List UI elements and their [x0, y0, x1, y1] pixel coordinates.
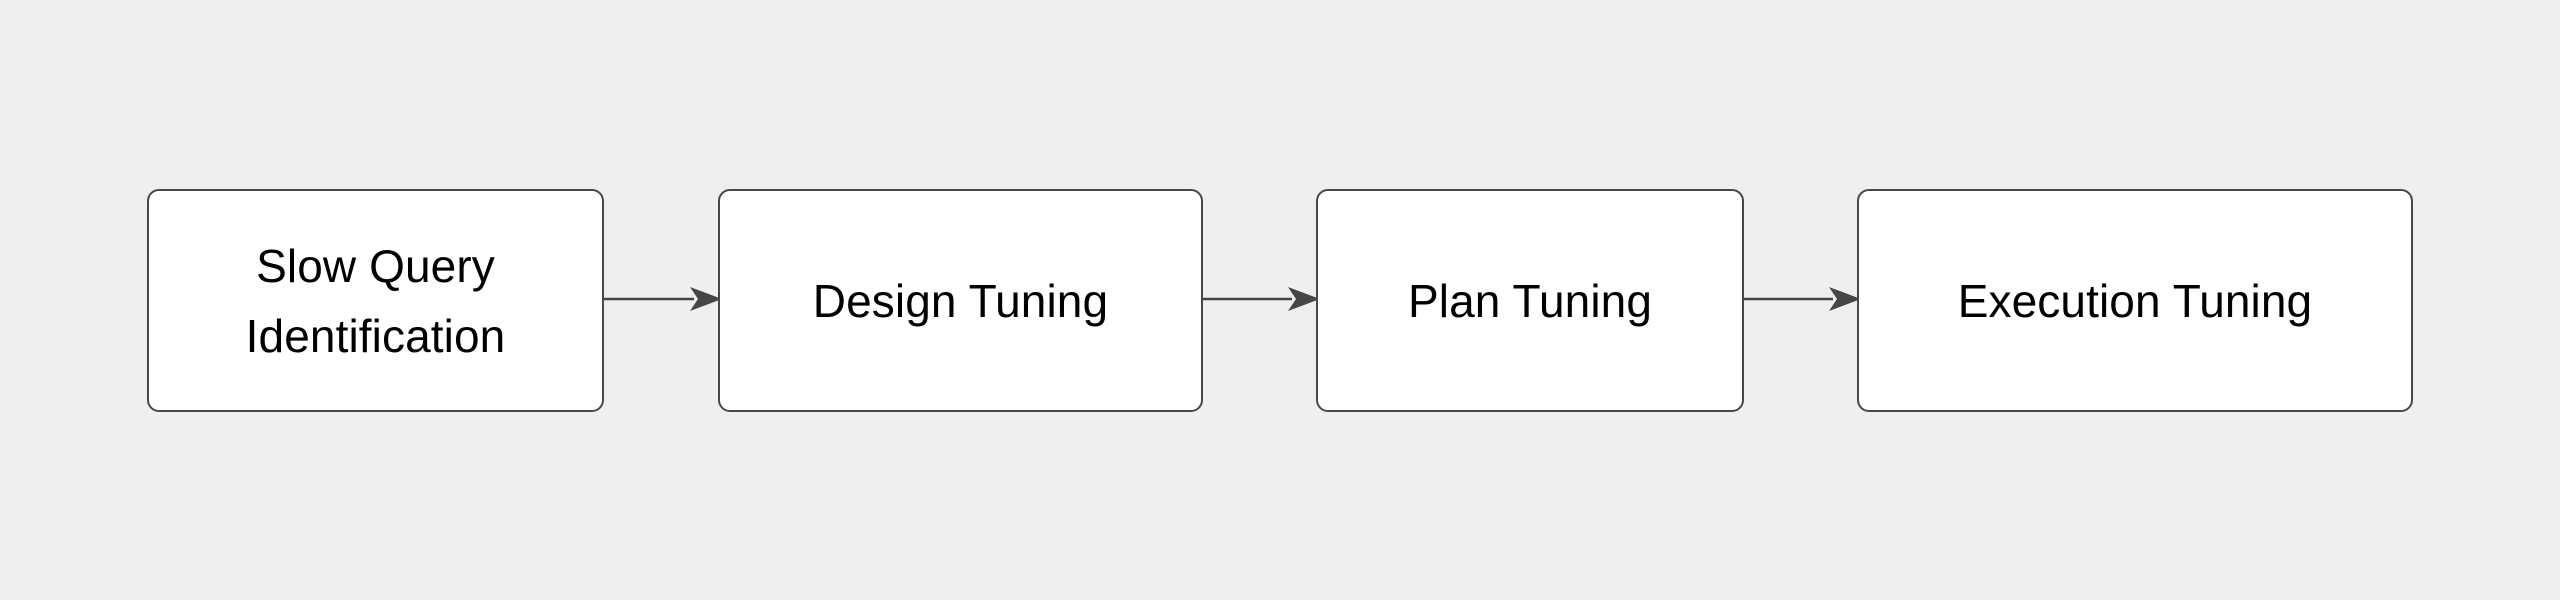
arrow-icon — [1742, 287, 1861, 311]
arrow-icon — [1201, 287, 1320, 311]
flow-edge-design-to-plan — [1201, 283, 1320, 315]
flow-node-label: Design Tuning — [812, 274, 1109, 327]
flow-node-design-tuning[interactable]: Design Tuning — [718, 189, 1203, 412]
flow-node-label: Execution Tuning — [1957, 274, 2313, 327]
flow-edge-plan-to-execution — [1742, 283, 1861, 315]
flow-node-execution-tuning[interactable]: Execution Tuning — [1857, 189, 2413, 412]
arrow-icon — [602, 287, 722, 311]
flow-edge-slow-query-to-design — [602, 283, 722, 315]
flow-node-slow-query-identification[interactable]: Slow Query Identification — [147, 189, 604, 412]
flow-node-plan-tuning[interactable]: Plan Tuning — [1316, 189, 1744, 412]
flow-node-label: Plan Tuning — [1407, 274, 1653, 327]
flow-node-label: Slow Query Identification — [245, 239, 506, 362]
